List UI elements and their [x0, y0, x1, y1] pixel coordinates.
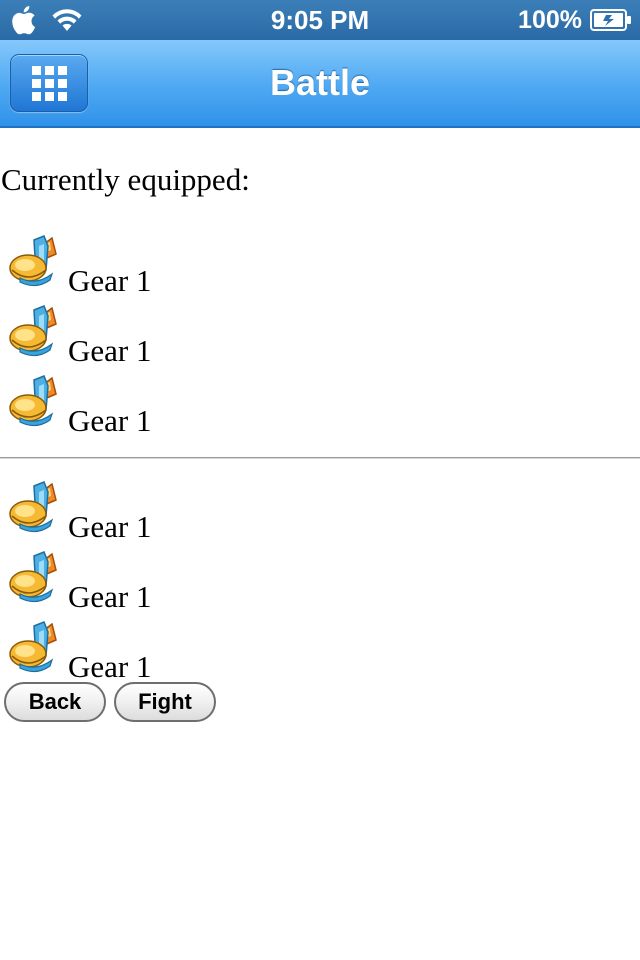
gear-item-label: Gear 1 — [68, 333, 152, 368]
page-title: Battle — [269, 62, 371, 103]
list-item[interactable]: Gear 1 — [6, 234, 306, 298]
gear-item-label: Gear 1 — [68, 509, 152, 544]
status-right: 100% — [518, 0, 632, 40]
list-item[interactable]: Gear 1 — [6, 550, 306, 614]
wifi-icon — [50, 7, 84, 33]
list-item[interactable]: Gear 1 — [6, 374, 306, 438]
status-left — [10, 5, 84, 35]
gear-item-label: Gear 1 — [68, 263, 152, 298]
gear-item-label: Gear 1 — [68, 403, 152, 438]
fight-button[interactable]: Fight — [114, 682, 216, 722]
equipped-label: Currently equipped: — [1, 162, 250, 197]
gear-item-icon — [6, 550, 62, 606]
gear-item-icon — [6, 620, 62, 676]
list-item[interactable]: Gear 1 — [6, 480, 306, 544]
apple-icon — [10, 5, 36, 35]
status-bar: 9:05 PM 100% — [0, 0, 640, 40]
button-row: Back Fight — [4, 682, 216, 722]
menu-button[interactable] — [10, 54, 88, 112]
gear-item-icon — [6, 480, 62, 536]
gear-item-icon — [6, 304, 62, 360]
gear-item-icon — [6, 374, 62, 430]
grid-menu-icon — [31, 65, 67, 101]
gear-item-icon — [6, 234, 62, 290]
status-time: 9:05 PM — [270, 5, 370, 35]
list-item[interactable]: Gear 1 — [6, 620, 306, 684]
list-item[interactable]: Gear 1 — [6, 304, 306, 368]
navigation-bar: Battle — [0, 40, 640, 128]
gear-item-label: Gear 1 — [68, 649, 152, 684]
battery-icon — [590, 9, 632, 31]
divider — [0, 457, 640, 459]
back-button[interactable]: Back — [4, 682, 106, 722]
gear-item-label: Gear 1 — [68, 579, 152, 614]
battery-percentage: 100% — [518, 5, 582, 34]
